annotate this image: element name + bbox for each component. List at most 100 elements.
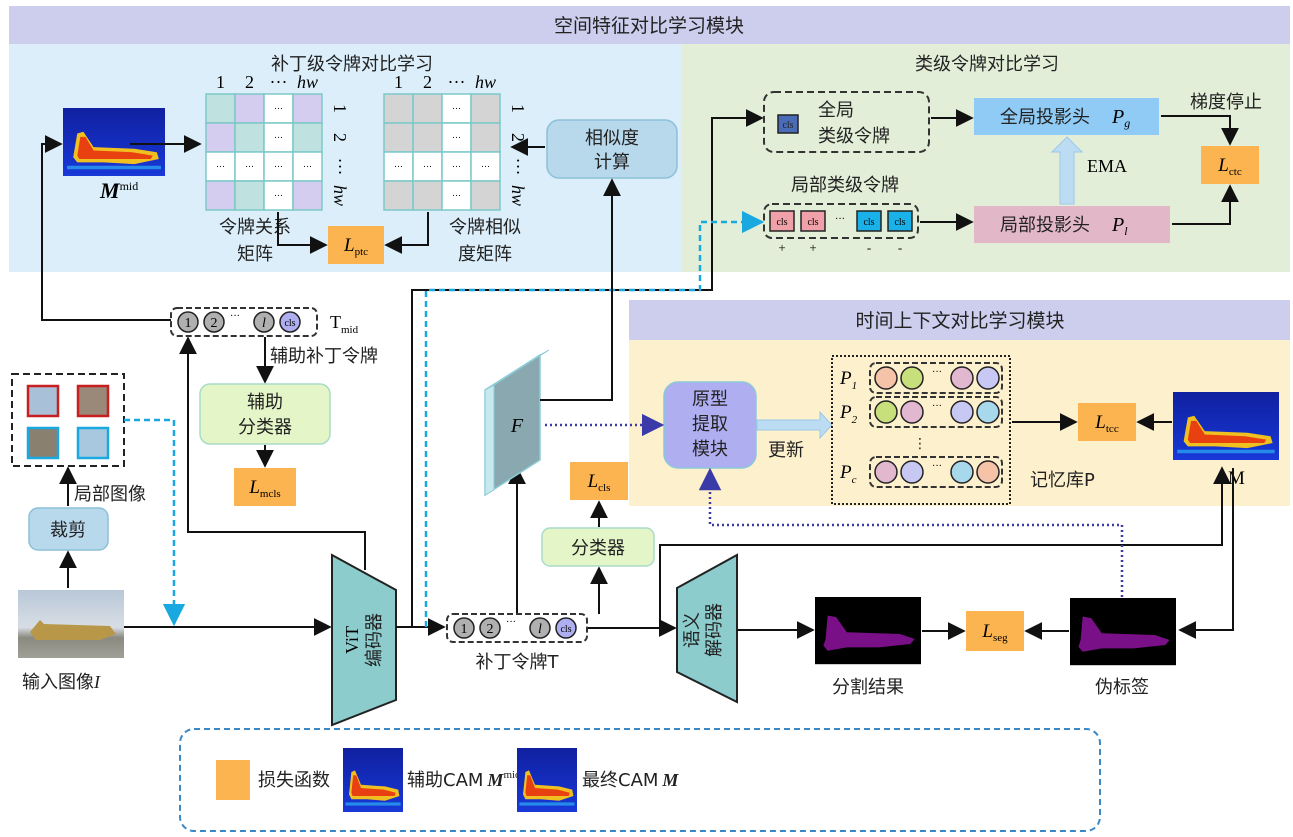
decoder-label-1: 语义	[682, 612, 703, 648]
matrix-cell-ellipsis: ···	[452, 133, 461, 143]
local-cls-sign: -	[898, 240, 902, 255]
mid-cam-label: Mmid	[99, 178, 138, 203]
local-cls-token-label: cls	[863, 217, 874, 228]
loss-mcls-label: Lmcls	[248, 477, 280, 500]
legend-loss-label: 损失函数	[258, 770, 330, 791]
legend-box	[179, 728, 1101, 832]
local-cls-tokens: cls+cls+cls-cls-···	[769, 210, 913, 255]
dashed-encoder-to-local-tokens	[424, 210, 765, 627]
matrix-col-label: hw	[475, 72, 496, 92]
matrix-row-label: 1	[508, 104, 528, 113]
stop-gradient-label: 梯度停止	[1190, 92, 1262, 113]
dotted-pseudo-to-proto	[698, 467, 1124, 597]
input-image	[18, 590, 124, 658]
local-cls-token-label: cls	[776, 217, 787, 228]
matrix-cell	[292, 93, 323, 124]
local-cls-token-label: cls	[807, 217, 818, 228]
matrix-cell-ellipsis: ···	[303, 162, 312, 172]
global-cls-token-label: cls	[782, 120, 793, 131]
memory-bank-box	[831, 355, 1011, 505]
matrix-cell	[383, 180, 414, 211]
arrow-feature-to-similarity	[540, 178, 621, 401]
prototype-rows: P1···P2···Pc···	[839, 362, 1003, 488]
prototype-row-box	[869, 362, 1003, 394]
prototype-row-box	[869, 396, 1003, 428]
seg-result-label: 分割结果	[832, 677, 904, 698]
patch-tokens-label: 补丁令牌T	[476, 652, 560, 673]
matrix-row-label: hw	[508, 185, 528, 206]
update-arrow	[756, 410, 833, 440]
loss-seg-label: Lseg	[981, 621, 1008, 644]
proto-extract-label-2: 提取	[692, 414, 728, 435]
temporal-module-header	[629, 300, 1290, 340]
local-cls-sign: +	[809, 240, 816, 255]
global-cls-token	[777, 114, 799, 134]
matrix-cell	[470, 122, 501, 153]
mid-cam-image	[63, 108, 165, 176]
token-label: 1	[461, 622, 468, 637]
token	[529, 617, 551, 639]
similarity-calc-label-1: 相似度	[585, 128, 639, 149]
matrix-row-label: 1	[330, 104, 350, 113]
matrix-cell-ellipsis: ···	[452, 191, 461, 201]
matrix-cell	[412, 180, 443, 211]
matrix-cell	[412, 122, 443, 153]
matrix-cell-ellipsis: ···	[452, 162, 461, 172]
matrix-cell	[383, 93, 414, 124]
matrix-cell-ellipsis: ···	[394, 162, 403, 172]
input-image-label: 输入图像I	[22, 672, 101, 693]
legend-aux-cam-image	[343, 748, 403, 812]
matrix-cell-ellipsis: ···	[452, 104, 461, 114]
pseudo-label-label: 伪标签	[1095, 677, 1149, 698]
matrix-cell-ellipsis: ···	[274, 191, 283, 201]
local-cls-token	[887, 210, 913, 232]
matrix-row-label: 2	[508, 133, 528, 142]
loss-tcc-box	[1078, 403, 1136, 441]
local-projection-label: 局部投影头	[1000, 215, 1090, 236]
legend-final-cam-image	[517, 748, 577, 812]
loss-cls-label: Lcls	[587, 471, 611, 494]
matrix-cell	[292, 151, 323, 182]
vit-encoder-label-2: 编码器	[364, 613, 385, 667]
prototype-label: P1	[839, 368, 857, 392]
similarity-calc-label-2: 计算	[594, 152, 630, 173]
vit-encoder	[331, 553, 397, 727]
similarity-matrix-label-2: 度矩阵	[458, 244, 512, 265]
token	[203, 311, 225, 333]
matrix-col-label: 1	[216, 72, 225, 92]
matrix-col-label: ···	[448, 72, 466, 92]
spatial-module-title: 空间特征对比学习模块	[554, 15, 744, 37]
update-label: 更新	[768, 440, 804, 461]
token	[453, 617, 475, 639]
prototype-circle	[950, 366, 974, 390]
matrix-cell-ellipsis: ···	[481, 162, 490, 172]
local-cls-token	[769, 210, 795, 232]
loss-tcc-label: Ltcc	[1094, 412, 1119, 435]
local-image-negative-1	[26, 426, 60, 460]
matrix-cell	[292, 122, 323, 153]
global-projection-symbol: Pg	[1111, 106, 1130, 130]
global-token-label-1: 全局	[818, 100, 854, 121]
classifier-label: 分类器	[571, 538, 625, 559]
local-cls-sign: -	[867, 240, 871, 255]
matrix-row-label: hw	[330, 185, 350, 206]
legend-loss-swatch	[216, 760, 250, 800]
cls-token	[279, 311, 301, 333]
arrow-tokens-to-final-cam	[659, 466, 1231, 628]
local-class-token-group	[763, 203, 919, 239]
arrow-encoder-to-tmid	[179, 336, 366, 570]
prototype-circle	[976, 400, 1000, 424]
token-label: 2	[211, 316, 218, 331]
matrix-cell-ellipsis: ···	[274, 162, 283, 172]
local-cls-ellipsis: ···	[835, 214, 845, 225]
ema-arrow	[1050, 136, 1084, 205]
token	[253, 311, 275, 333]
aux-patch-tokens-label: 辅助补丁令牌	[270, 346, 378, 367]
token	[479, 617, 501, 639]
similarity-matrix-label-1: 令牌相似	[449, 217, 521, 238]
arrow-similarity-to-ptc	[384, 212, 429, 254]
prototype-circle	[900, 460, 924, 484]
arrow-tmid-to-midcam	[41, 135, 171, 321]
local-image-positive-1	[26, 384, 60, 418]
